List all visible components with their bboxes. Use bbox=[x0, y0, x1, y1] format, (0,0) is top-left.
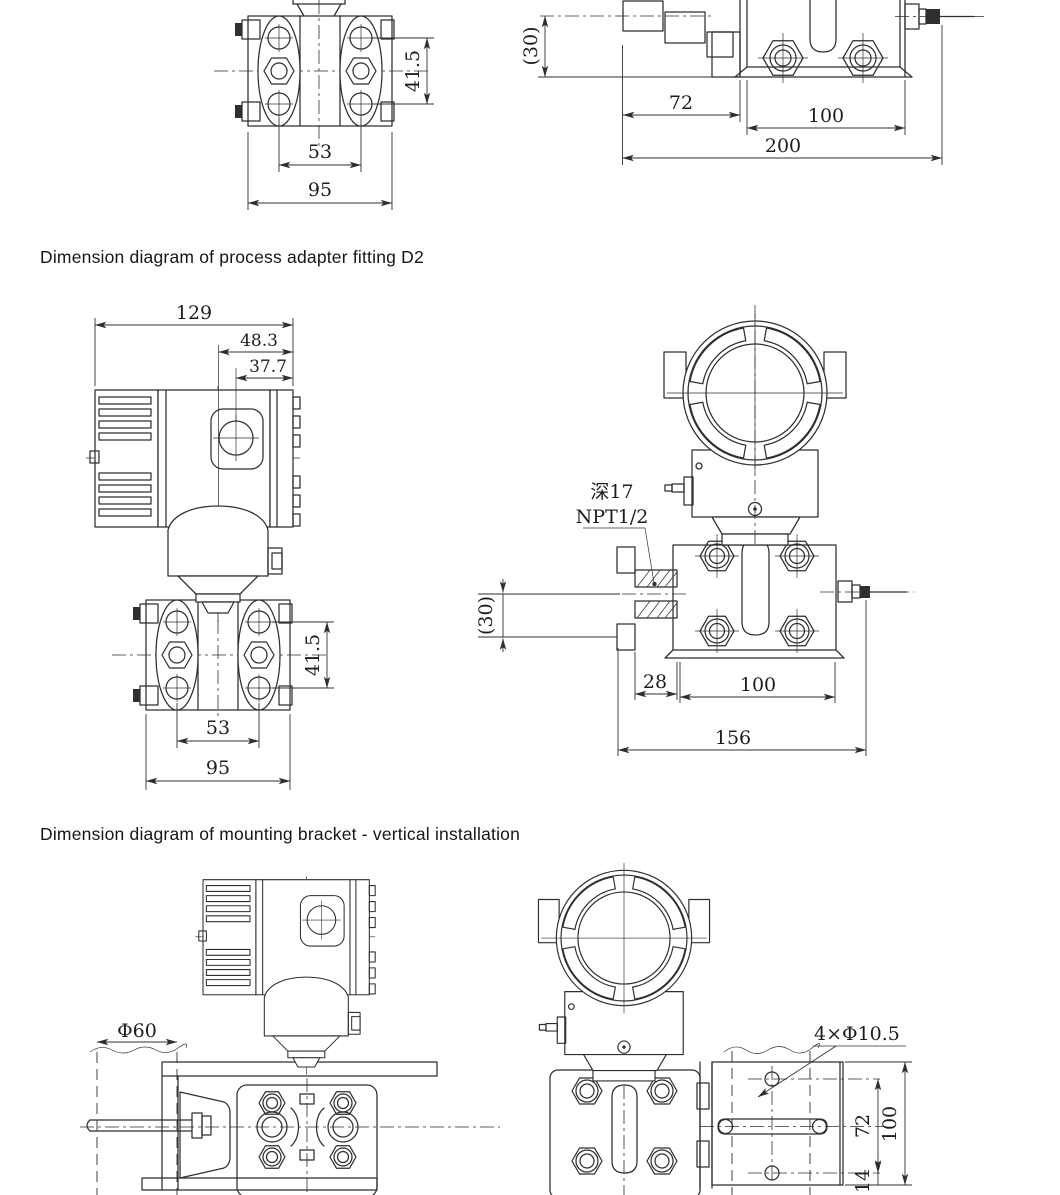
manifold-front bbox=[616, 534, 914, 659]
dim-top-side-overall: 200 bbox=[765, 135, 801, 157]
dim-adapter-side-bolt-spacing: 53 bbox=[206, 717, 230, 739]
drawing-transmitter-front-adapter-d2: 深17 NPT1/2 (30) 28 100 156 bbox=[475, 305, 914, 756]
dims-bracket-side: Φ60 bbox=[96, 1020, 178, 1046]
manifold-front-small bbox=[80, 1078, 500, 1195]
u-bolt bbox=[86, 1112, 212, 1139]
dims-top-side: (30) 72 100 200 bbox=[520, 15, 943, 165]
dim-adapter-side-width: 129 bbox=[176, 302, 212, 324]
dim-adapter-front-body: 100 bbox=[740, 674, 776, 696]
manifold-bolts-side bbox=[758, 33, 888, 83]
dim-pipe-diameter: Φ60 bbox=[117, 1020, 157, 1042]
dim-top-front-bolt-spacing: 53 bbox=[308, 141, 332, 163]
dim-top-front-width: 95 bbox=[308, 179, 332, 201]
dims-bracket-front: 4×Φ10.5 72 100 14 bbox=[757, 1023, 912, 1193]
dim-adapter-side-conduit: 37.7 bbox=[249, 357, 287, 377]
section-heading-adapter: Dimension diagram of process adapter fit… bbox=[40, 247, 424, 267]
dim-top-front-height: 41.5 bbox=[402, 50, 424, 92]
dim-top-side-offset: (30) bbox=[520, 26, 542, 65]
process-port-lower bbox=[616, 623, 636, 651]
dim-adapter-side-height: 41.5 bbox=[302, 634, 324, 676]
dim-adapter-side-right: 48.3 bbox=[240, 331, 278, 351]
drawing-transmitter-side-adapter-d2: 129 48.3 37.7 41.5 53 95 bbox=[85, 302, 334, 790]
label-depth: 深17 bbox=[590, 481, 633, 503]
drawing-manifold-side-cropped: (30) 72 100 200 bbox=[520, 0, 985, 165]
dims-adapter-front: (30) 28 100 156 bbox=[475, 579, 867, 756]
dims-top-front: 41.5 53 95 bbox=[247, 37, 434, 210]
mounting-bracket-side bbox=[141, 1061, 438, 1191]
drain-vent-left bbox=[256, 1111, 288, 1143]
dims-adapter-side: 129 48.3 37.7 41.5 53 95 bbox=[94, 302, 334, 790]
npt-leader: 深17 NPT1/2 bbox=[576, 481, 657, 587]
drain-vent-right bbox=[327, 1111, 359, 1143]
vent-valve-front bbox=[820, 580, 914, 603]
label-thread: NPT1/2 bbox=[576, 506, 649, 528]
drawing-flange-front-cropped: 41.5 53 95 bbox=[213, 0, 434, 210]
dim-bracket-plate-height: 100 bbox=[879, 1106, 901, 1142]
manifold-front-bottom bbox=[549, 1060, 710, 1195]
dim-adapter-front-offset: (30) bbox=[475, 596, 497, 635]
dim-adapter-side-flange-width: 95 bbox=[206, 757, 230, 779]
section-heading-bracket: Dimension diagram of mounting bracket - … bbox=[40, 824, 521, 844]
vent-valve-side bbox=[895, 3, 985, 30]
drawing-bracket-mount-front: 4×Φ10.5 72 100 14 bbox=[537, 862, 912, 1195]
process-port-upper bbox=[616, 546, 636, 574]
npt-adapter-hatched bbox=[622, 569, 688, 619]
dim-top-side-body: 100 bbox=[808, 105, 844, 127]
dim-top-side-left: 72 bbox=[669, 92, 693, 114]
dim-adapter-front-adapter: 28 bbox=[643, 671, 667, 693]
label-bracket-holes: 4×Φ10.5 bbox=[814, 1023, 900, 1045]
dim-adapter-front-overall: 156 bbox=[715, 727, 751, 749]
dim-bracket-hole-spacing: 72 bbox=[852, 1114, 874, 1138]
drawing-bracket-mount-side: Φ60 bbox=[80, 875, 500, 1195]
pipe-phi60 bbox=[89, 1043, 187, 1195]
dim-bracket-bottom-offset: 14 bbox=[852, 1169, 874, 1193]
